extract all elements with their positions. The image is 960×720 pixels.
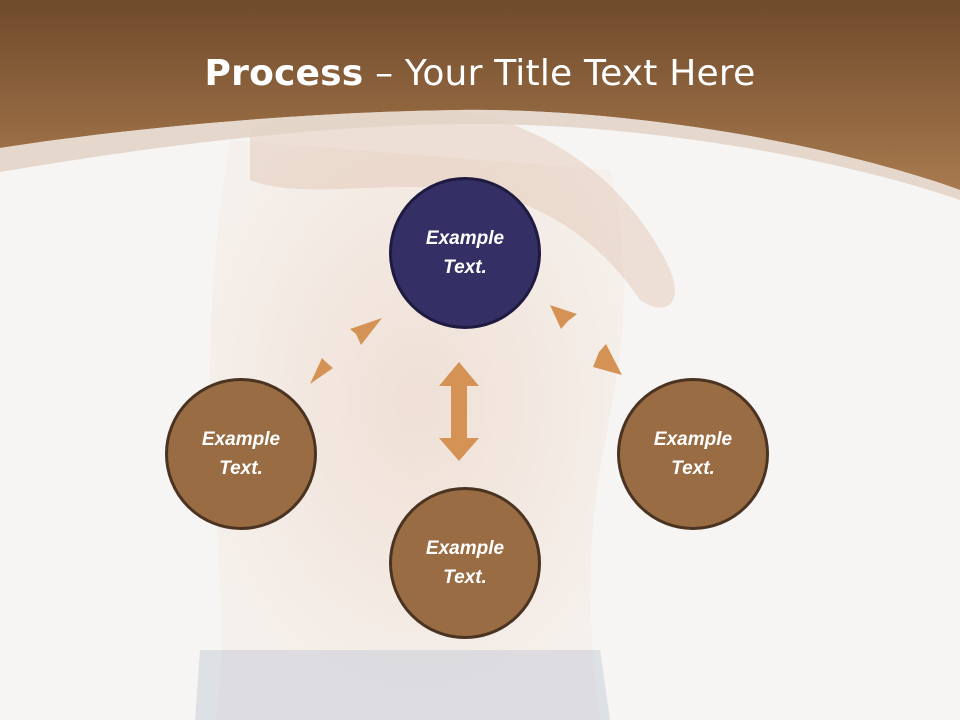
title-bold: Process [204, 53, 364, 94]
photo-jeans [195, 650, 610, 720]
node-label: Example Text. [425, 228, 505, 278]
node-label: Example Text. [425, 538, 505, 588]
title-rest: – Your Title Text Here [363, 53, 756, 94]
header-band [0, 0, 960, 190]
double-arrow-right-icon [550, 305, 622, 375]
process-node-top: Example Text. [389, 177, 541, 329]
header-swoosh [0, 109, 960, 200]
double-arrow-vertical-icon [439, 362, 479, 461]
page-title: Process – Your Title Text Here [0, 52, 960, 96]
double-arrow-left-icon [310, 318, 382, 384]
photo-hair [250, 103, 675, 308]
process-node-bottom: Example Text. [389, 487, 541, 639]
process-node-left: Example Text. [165, 378, 317, 530]
node-label: Example Text. [653, 429, 733, 479]
process-node-right: Example Text. [617, 378, 769, 530]
node-label: Example Text. [201, 429, 281, 479]
